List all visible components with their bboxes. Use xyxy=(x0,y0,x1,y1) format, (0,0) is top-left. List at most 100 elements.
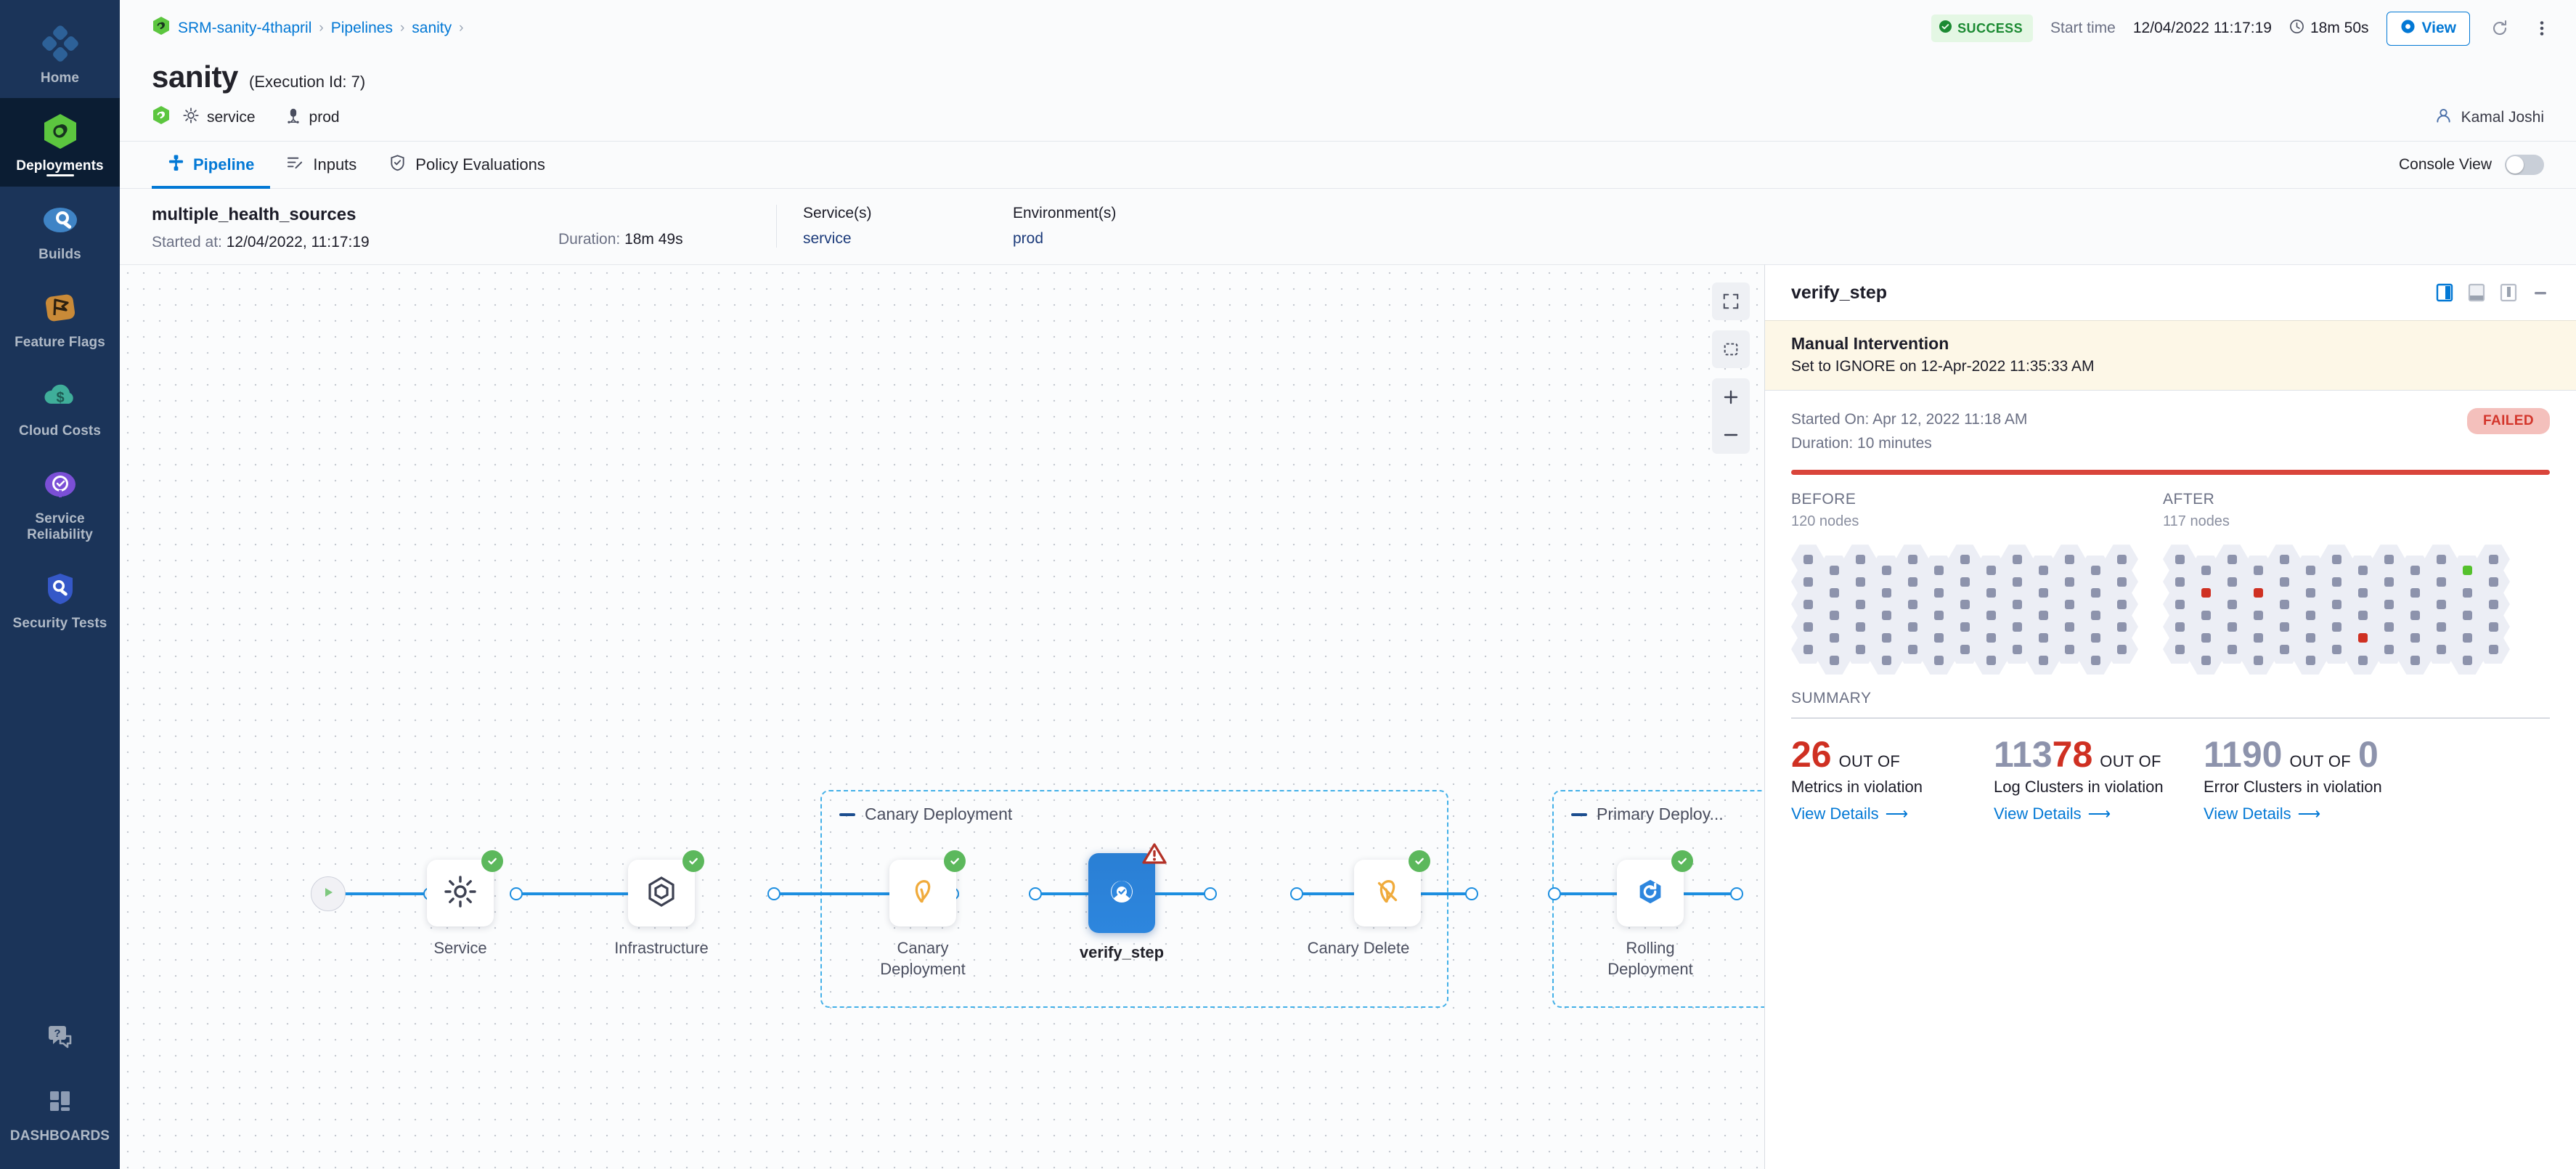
zoom-in-icon[interactable] xyxy=(1712,378,1750,416)
hex-node-dot xyxy=(2305,565,2315,575)
group-label-canary: Canary Deployment xyxy=(839,805,1012,824)
execution-started-at: Started at: 12/04/2022, 11:17:19 xyxy=(152,234,558,251)
hex-node-dot xyxy=(1907,554,1917,564)
edge-infra-canary xyxy=(773,892,951,895)
user-chip[interactable]: Kamal Joshi xyxy=(2434,106,2544,129)
sidebar-item-home[interactable]: Home xyxy=(0,10,120,98)
hex-node-dot xyxy=(2488,554,2498,564)
minimize-icon[interactable] xyxy=(2531,282,2550,304)
breadcrumb-project[interactable]: SRM-sanity-4thapril xyxy=(178,20,312,36)
pipeline-canvas[interactable]: Canary Deployment Primary Deploy... xyxy=(120,264,1764,1169)
tab-policy-evaluations[interactable]: Policy Evaluations xyxy=(372,142,561,188)
hex-node-dot xyxy=(2331,599,2341,609)
hex-node-dot xyxy=(2201,565,2211,575)
tab-pipeline[interactable]: Pipeline xyxy=(152,142,271,189)
hex-node-dot xyxy=(2488,599,2498,609)
hex-node-dot xyxy=(2064,644,2074,654)
hex-node-dot xyxy=(1960,622,1970,632)
sidebar-label-deployments: Deployments xyxy=(16,158,104,174)
after-hex-grid[interactable] xyxy=(2163,545,2510,675)
environment-chip[interactable]: prod xyxy=(285,107,340,129)
services-value[interactable]: service xyxy=(803,230,852,247)
node-rolling-deployment-box[interactable] xyxy=(1617,850,1693,926)
console-view-toggle[interactable] xyxy=(2505,155,2544,175)
hex-node-dot xyxy=(1881,587,1891,598)
pipeline-name: sanity xyxy=(152,60,238,94)
sidebar-item-deployments[interactable]: Deployments xyxy=(0,98,120,187)
hex-node[interactable] xyxy=(2215,590,2249,619)
hex-node-dot xyxy=(1960,554,1970,564)
sidebar-item-help[interactable]: ? xyxy=(0,1003,120,1068)
step-details-panel: verify_step xyxy=(1764,264,2576,1169)
node-canary-delete-box[interactable] xyxy=(1354,850,1430,926)
hex-node[interactable] xyxy=(2105,635,2138,664)
breadcrumb-sanity[interactable]: sanity xyxy=(412,20,452,36)
hex-node[interactable] xyxy=(2477,590,2510,619)
hex-node-dot xyxy=(2331,554,2341,564)
pipeline-header: sanity (Execution Id: 7) xyxy=(120,57,2576,141)
more-vertical-icon[interactable] xyxy=(2530,16,2554,41)
node-verify-step-box[interactable] xyxy=(1088,843,1167,933)
hex-node[interactable] xyxy=(2267,635,2301,664)
zoom-out-icon[interactable] xyxy=(1712,416,1750,454)
metric-value: 11378 xyxy=(1994,734,2093,775)
hex-node-dot xyxy=(1986,632,1996,643)
sidebar-item-cloud-costs[interactable]: $ Cloud Costs xyxy=(0,363,120,451)
hex-node-dot xyxy=(2174,554,2185,564)
step-status-badge: FAILED xyxy=(2467,408,2550,434)
node-infrastructure-box[interactable] xyxy=(628,850,704,926)
check-circle-icon xyxy=(1939,20,1952,37)
view-button[interactable]: View xyxy=(2386,11,2470,46)
sidebar-item-dashboards[interactable]: DASHBOARDS xyxy=(0,1068,120,1169)
services-column: Service(s) service xyxy=(776,205,987,248)
chevron-right-icon: › xyxy=(459,20,464,36)
hex-node-dot xyxy=(1803,577,1813,587)
breadcrumb-pipelines[interactable]: Pipelines xyxy=(330,20,393,36)
hex-node-dot xyxy=(2227,622,2237,632)
port xyxy=(1730,887,1743,900)
hex-node-dot xyxy=(1986,565,1996,575)
before-hex-grid[interactable] xyxy=(1791,545,2138,675)
hex-node-dot xyxy=(2012,644,2022,654)
panel-left-icon[interactable] xyxy=(2499,282,2518,304)
service-chip[interactable]: service xyxy=(182,107,256,129)
before-label: BEFORE xyxy=(1791,491,1856,508)
collapse-dash-icon[interactable] xyxy=(1571,812,1587,816)
metric-link-label: View Details xyxy=(1791,805,1879,823)
environments-value[interactable]: prod xyxy=(1013,230,1044,247)
hex-node-dot xyxy=(2384,577,2394,587)
sidebar-item-service-reliability[interactable]: Service Reliability xyxy=(0,451,120,555)
node-service-box[interactable] xyxy=(427,850,503,926)
metric-view-details-link[interactable]: View Details ⟶ xyxy=(1791,805,1908,823)
hex-node[interactable] xyxy=(1948,635,1981,664)
metric-view-details-link[interactable]: View Details ⟶ xyxy=(2204,805,2320,823)
hex-node-dot xyxy=(2305,655,2315,665)
metric-log-clusters-in-violation: 11378 OUT OF Log Clusters in violation V… xyxy=(1994,736,2193,823)
hex-node-dot xyxy=(1960,577,1970,587)
hex-node-dot xyxy=(2279,622,2289,632)
node-canary-deployment-box[interactable] xyxy=(889,850,966,926)
verify-icon xyxy=(1104,874,1139,913)
execution-id: (Execution Id: 7) xyxy=(249,73,366,91)
play-icon xyxy=(321,885,335,903)
sidebar-item-builds[interactable]: Builds xyxy=(0,187,120,274)
cloud-costs-icon: $ xyxy=(40,376,81,417)
panel-bottom-icon[interactable] xyxy=(2467,282,2486,304)
refresh-icon[interactable] xyxy=(2487,16,2512,41)
hex-node-dot xyxy=(2488,577,2498,587)
collapse-dash-icon[interactable] xyxy=(839,812,855,816)
metric-view-details-link[interactable]: View Details ⟶ xyxy=(1994,805,2111,823)
sidebar-item-security-tests[interactable]: Security Tests xyxy=(0,555,120,643)
user-name: Kamal Joshi xyxy=(2461,108,2544,126)
fullscreen-icon[interactable] xyxy=(1712,282,1750,320)
hex-node[interactable] xyxy=(2477,635,2510,664)
fit-to-screen-icon[interactable] xyxy=(1712,330,1750,368)
tab-inputs[interactable]: Inputs xyxy=(270,142,372,188)
sidebar-item-feature-flags[interactable]: Feature Flags xyxy=(0,274,120,362)
hex-node[interactable] xyxy=(2398,645,2432,675)
hex-node-dot xyxy=(2436,599,2446,609)
pipeline-start-node[interactable] xyxy=(311,876,346,911)
hex-node-dot xyxy=(1829,632,1839,643)
panel-right-icon[interactable] xyxy=(2435,282,2454,304)
sidebar-label-cloud-costs: Cloud Costs xyxy=(19,423,101,439)
